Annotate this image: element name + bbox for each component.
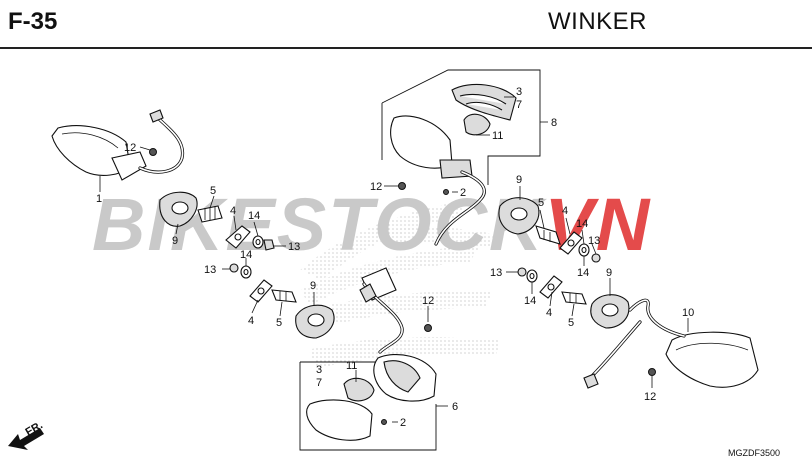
arrow-icon xyxy=(8,428,44,450)
callout-7: 7 xyxy=(516,99,522,111)
callout-3: 3 xyxy=(516,86,522,98)
watermark-bikestock: BIKESTOCK xyxy=(92,183,547,266)
winker-exploded-diagram: BIKESTOCKVN xyxy=(8,69,780,458)
callout-11: 11 xyxy=(346,360,357,372)
callout-14: 14 xyxy=(577,267,589,279)
callout-5: 5 xyxy=(568,317,574,329)
section-code: F-35 xyxy=(8,8,58,35)
callout-4: 4 xyxy=(230,205,236,217)
rear-winker-box-6 xyxy=(299,267,448,451)
callout-2: 2 xyxy=(400,417,406,429)
callout-9: 9 xyxy=(516,174,522,186)
callout-12: 12 xyxy=(644,391,656,403)
callout-11: 11 xyxy=(492,130,503,142)
callout-2: 2 xyxy=(460,187,466,199)
callout-5: 5 xyxy=(210,185,216,197)
header-rule xyxy=(0,47,812,49)
rear-winker-box-8 xyxy=(381,69,548,246)
callout-6: 6 xyxy=(452,401,458,413)
callout-3: 3 xyxy=(316,364,322,376)
callout-12: 12 xyxy=(370,181,382,193)
page-header: F-35 WINKER xyxy=(0,0,812,50)
callout-14: 14 xyxy=(576,218,588,230)
callout-numbers: 1 12 5 4 14 13 9 14 13 4 5 9 3 7 11 8 12… xyxy=(96,86,694,429)
front-left-stay xyxy=(159,191,223,227)
callout-9: 9 xyxy=(606,267,612,279)
callout-14: 14 xyxy=(240,249,252,261)
callout-9: 9 xyxy=(310,280,316,292)
callout-12: 12 xyxy=(124,142,136,154)
rear-right-hardware-lower xyxy=(517,267,630,329)
section-title: WINKER xyxy=(548,8,647,35)
callout-13: 13 xyxy=(288,241,300,253)
front-left-hardware-lower xyxy=(229,263,335,339)
callout-13: 13 xyxy=(588,235,600,247)
direction-label: FR. xyxy=(24,419,45,438)
callout-12: 12 xyxy=(422,295,434,307)
callout-10: 10 xyxy=(682,307,694,319)
callout-13: 13 xyxy=(490,267,502,279)
callout-4: 4 xyxy=(562,205,568,217)
callout-8: 8 xyxy=(551,117,557,129)
front-direction-arrow: FR. xyxy=(8,419,45,450)
leader-lines xyxy=(99,96,689,423)
background-wing-emblem xyxy=(300,200,500,368)
front-right-winker xyxy=(583,298,759,389)
callout-4: 4 xyxy=(248,315,254,327)
callout-9: 9 xyxy=(172,235,178,247)
callout-5: 5 xyxy=(538,197,544,209)
callout-14: 14 xyxy=(248,210,260,222)
callout-7: 7 xyxy=(316,377,322,389)
callout-4: 4 xyxy=(546,307,552,319)
callout-5: 5 xyxy=(276,317,282,329)
diagram-code: MGZDF3500 xyxy=(728,448,780,458)
watermark-vn: VN xyxy=(544,183,651,266)
front-left-winker xyxy=(51,109,185,181)
callout-1: 1 xyxy=(96,193,102,205)
callout-14: 14 xyxy=(524,295,536,307)
callout-13: 13 xyxy=(204,264,216,276)
